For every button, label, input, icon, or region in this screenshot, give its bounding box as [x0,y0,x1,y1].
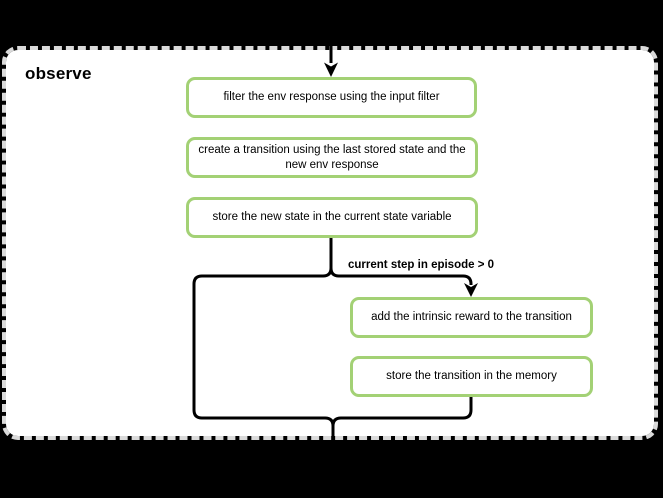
group-title: observe [25,64,92,83]
node-add-intrinsic-reward: add the intrinsic reward to the transiti… [350,297,593,338]
node-store-transition: store the transition in the memory [350,356,593,397]
node-create-transition: create a transition using the last store… [186,137,478,178]
condition-label: current step in episode > 0 [348,259,495,271]
node-store-new-state: store the new state in the current state… [186,197,478,238]
node-filter-env-response: filter the env response using the input … [186,77,477,118]
